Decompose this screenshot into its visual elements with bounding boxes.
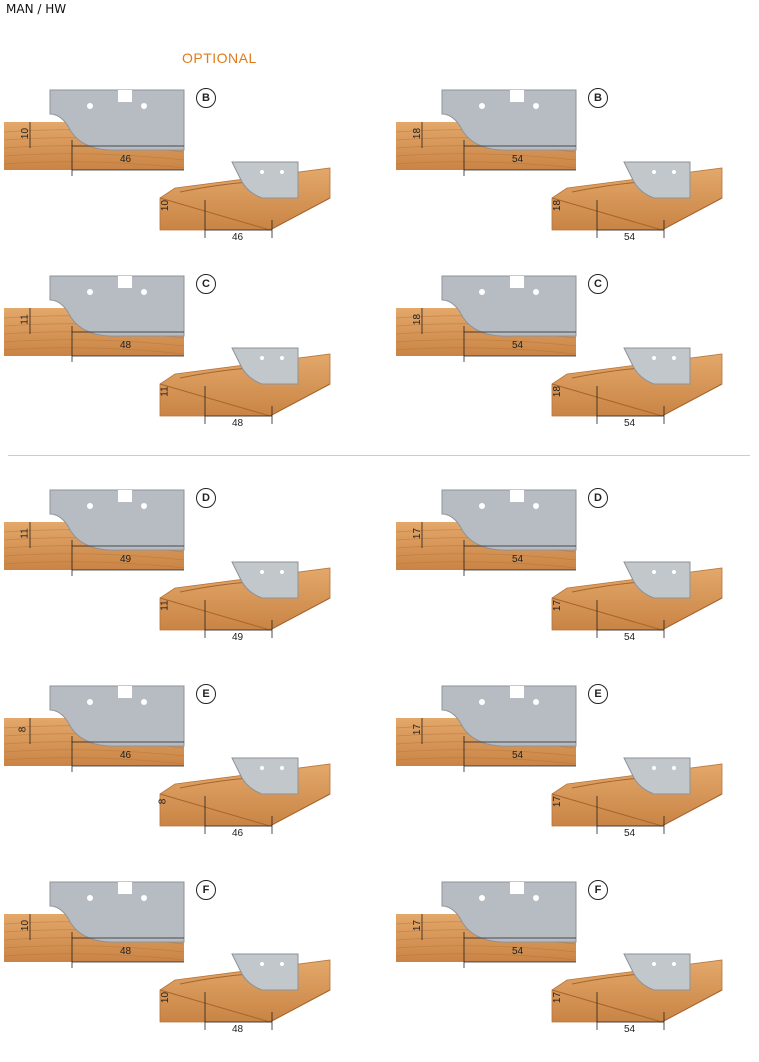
board-width-dimension-label: 54 bbox=[624, 632, 636, 643]
profile-illustration bbox=[395, 881, 723, 1030]
profile-panel-c: C 18 54 18 54 bbox=[392, 266, 752, 456]
board-width-dimension-label: 54 bbox=[624, 1024, 636, 1035]
profile-letter-badge: C bbox=[588, 274, 608, 294]
board-width-dimension-label: 54 bbox=[624, 828, 636, 839]
cutter-blade bbox=[49, 685, 185, 747]
board-height-dimension-label: 18 bbox=[552, 385, 564, 398]
profile-illustration bbox=[3, 881, 331, 1030]
board-height-dimension-label: 11 bbox=[159, 600, 171, 611]
width-dimension-label: 49 bbox=[120, 554, 132, 565]
profile-panel-e: E 17 54 17 54 bbox=[392, 676, 752, 866]
profile-letter-badge: D bbox=[196, 488, 216, 508]
profile-panel-b: B 18 54 18 54 bbox=[392, 80, 752, 270]
board-height-dimension-label: 17 bbox=[552, 991, 564, 1004]
board-height-dimension-label: 10 bbox=[160, 991, 172, 1004]
width-dimension-label: 48 bbox=[120, 340, 132, 351]
profile-letter-badge: E bbox=[196, 684, 216, 704]
cutter-blade bbox=[441, 685, 577, 747]
height-dimension-label: 18 bbox=[412, 127, 424, 140]
profile-panel-b: B 10 46 10 46 bbox=[0, 80, 360, 270]
height-dimension-label: 18 bbox=[412, 313, 424, 326]
profile-letter-badge: B bbox=[196, 88, 216, 108]
profile-illustration bbox=[395, 489, 723, 638]
header-label: MAN / HW bbox=[6, 2, 67, 16]
width-dimension-label: 54 bbox=[512, 340, 524, 351]
profile-illustration bbox=[395, 275, 723, 424]
cutter-blade bbox=[441, 275, 577, 337]
optional-label: OPTIONAL bbox=[182, 50, 257, 66]
height-dimension-label: 11 bbox=[19, 314, 31, 325]
profile-panel-d: D 11 49 11 49 bbox=[0, 480, 360, 670]
profile-letter-badge: F bbox=[588, 880, 608, 900]
profile-letter-badge: D bbox=[588, 488, 608, 508]
profile-letter-badge: B bbox=[588, 88, 608, 108]
width-dimension-label: 46 bbox=[120, 154, 132, 165]
board-width-dimension-label: 54 bbox=[624, 232, 636, 243]
profile-illustration bbox=[3, 685, 331, 834]
height-dimension-label: 17 bbox=[412, 723, 424, 736]
cutter-blade bbox=[441, 89, 577, 151]
profile-illustration bbox=[3, 275, 331, 424]
board-height-dimension-label: 18 bbox=[552, 199, 564, 212]
cutter-blade bbox=[49, 881, 185, 943]
profile-illustration bbox=[3, 89, 331, 238]
height-dimension-label: 17 bbox=[412, 527, 424, 540]
board-width-dimension-label: 48 bbox=[232, 418, 244, 429]
section-divider bbox=[8, 455, 750, 456]
cutter-blade bbox=[441, 881, 577, 943]
board-width-dimension-label: 46 bbox=[232, 232, 244, 243]
height-dimension-label: 10 bbox=[20, 127, 32, 140]
cutter-blade bbox=[49, 489, 185, 551]
profile-letter-badge: C bbox=[196, 274, 216, 294]
cutter-blade bbox=[49, 89, 185, 151]
width-dimension-label: 54 bbox=[512, 154, 524, 165]
board-height-dimension-label: 11 bbox=[159, 386, 171, 397]
profile-illustration bbox=[395, 685, 723, 834]
profile-panel-e: E 8 46 8 46 bbox=[0, 676, 360, 866]
cutter-blade bbox=[441, 489, 577, 551]
width-dimension-label: 54 bbox=[512, 554, 524, 565]
profile-panel-f: F 10 48 10 48 bbox=[0, 872, 360, 1062]
cutter-blade bbox=[49, 275, 185, 337]
profile-illustration bbox=[3, 489, 331, 638]
board-width-dimension-label: 46 bbox=[232, 828, 244, 839]
height-dimension-label: 11 bbox=[19, 528, 31, 539]
profile-letter-badge: E bbox=[588, 684, 608, 704]
width-dimension-label: 46 bbox=[120, 750, 132, 761]
board-height-dimension-label: 8 bbox=[157, 798, 169, 805]
width-dimension-label: 48 bbox=[120, 946, 132, 957]
profile-letter-badge: F bbox=[196, 880, 216, 900]
board-width-dimension-label: 48 bbox=[232, 1024, 244, 1035]
board-width-dimension-label: 54 bbox=[624, 418, 636, 429]
height-dimension-label: 10 bbox=[20, 919, 32, 932]
profile-illustration bbox=[395, 89, 723, 238]
profile-panel-c: C 11 48 11 48 bbox=[0, 266, 360, 456]
board-height-dimension-label: 17 bbox=[552, 795, 564, 808]
board-width-dimension-label: 49 bbox=[232, 632, 244, 643]
width-dimension-label: 54 bbox=[512, 946, 524, 957]
profile-panel-f: F 17 54 17 54 bbox=[392, 872, 752, 1062]
profile-panel-d: D 17 54 17 54 bbox=[392, 480, 752, 670]
height-dimension-label: 8 bbox=[17, 726, 29, 733]
board-height-dimension-label: 17 bbox=[552, 599, 564, 612]
height-dimension-label: 17 bbox=[412, 919, 424, 932]
width-dimension-label: 54 bbox=[512, 750, 524, 761]
board-height-dimension-label: 10 bbox=[160, 199, 172, 212]
